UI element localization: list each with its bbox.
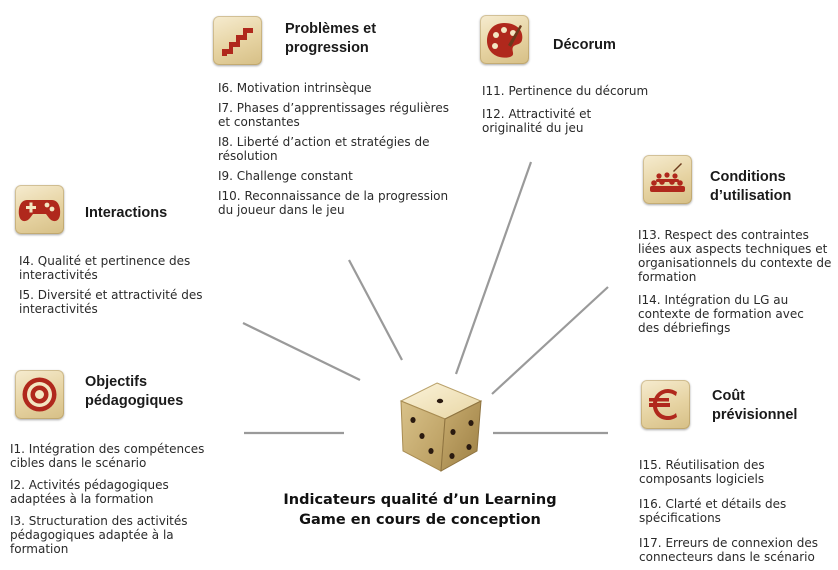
decorum-list: I11. Pertinence du décorum I12. Attracti… bbox=[482, 84, 682, 141]
list-item: I15. Réutilisation des composants logici… bbox=[639, 458, 765, 486]
list-item: I10. Reconnaissance de la progression du… bbox=[218, 189, 449, 217]
list-item: I16. Clarté et détails des spécification… bbox=[639, 497, 787, 525]
conditions-title: Conditions d’utilisation bbox=[710, 169, 792, 204]
list-item: I7. Phases d’apprentissages régulières e… bbox=[218, 101, 449, 129]
interactions-title: Interactions bbox=[85, 205, 168, 221]
decorum-title: Décorum bbox=[553, 37, 616, 53]
problemes-title: Problèmes et progression bbox=[285, 21, 377, 56]
audience-icon bbox=[643, 155, 692, 204]
list-item: I14. Intégration du LG au contexte de fo… bbox=[638, 293, 804, 335]
conditions-list: I13. Respect des contraintes liées aux a… bbox=[638, 228, 838, 341]
connector-problemes bbox=[348, 259, 403, 361]
gamepad-icon bbox=[15, 185, 64, 234]
objectifs-list: I1. Intégration des compétences cibles d… bbox=[10, 442, 240, 562]
list-item: I8. Liberté d’action et stratégies de ré… bbox=[218, 135, 430, 163]
objectifs-title: Objectifs pédagogiques bbox=[85, 374, 184, 409]
connector-decorum bbox=[454, 161, 533, 375]
list-item: I12. Attractivité et originalité du jeu bbox=[482, 107, 592, 135]
stairs-icon bbox=[213, 16, 262, 65]
list-item: I9. Challenge constant bbox=[218, 169, 353, 183]
interactions-list: I4. Qualité et pertinence des interactiv… bbox=[19, 254, 219, 322]
connector-conditions bbox=[491, 286, 609, 395]
list-item: I17. Erreurs de connexion des connecteur… bbox=[639, 536, 818, 564]
list-item: I2. Activités pédagogiques adaptées à la… bbox=[10, 478, 169, 506]
cout-list: I15. Réutilisation des composants logici… bbox=[639, 458, 838, 570]
cout-title: Coût prévisionnel bbox=[712, 388, 798, 423]
connector-interactions bbox=[242, 322, 361, 381]
target-icon bbox=[15, 370, 64, 419]
list-item: I11. Pertinence du décorum bbox=[482, 84, 649, 98]
list-item: I13. Respect des contraintes liées aux a… bbox=[638, 228, 832, 284]
problemes-list: I6. Motivation intrinsèque I7. Phases d’… bbox=[218, 81, 453, 223]
list-item: I3. Structuration des activités pédagogi… bbox=[10, 514, 188, 556]
list-item: I6. Motivation intrinsèque bbox=[218, 81, 372, 95]
list-item: I4. Qualité et pertinence des interactiv… bbox=[19, 254, 191, 282]
palette-icon bbox=[480, 15, 529, 64]
diagram-title: Indicateurs qualité d’un Learning Game e… bbox=[283, 492, 557, 528]
list-item: I5. Diversité et attractivité des intera… bbox=[19, 288, 203, 316]
dice-icon bbox=[399, 382, 483, 472]
list-item: I1. Intégration des compétences cibles d… bbox=[10, 442, 205, 470]
euro-icon bbox=[641, 380, 690, 429]
